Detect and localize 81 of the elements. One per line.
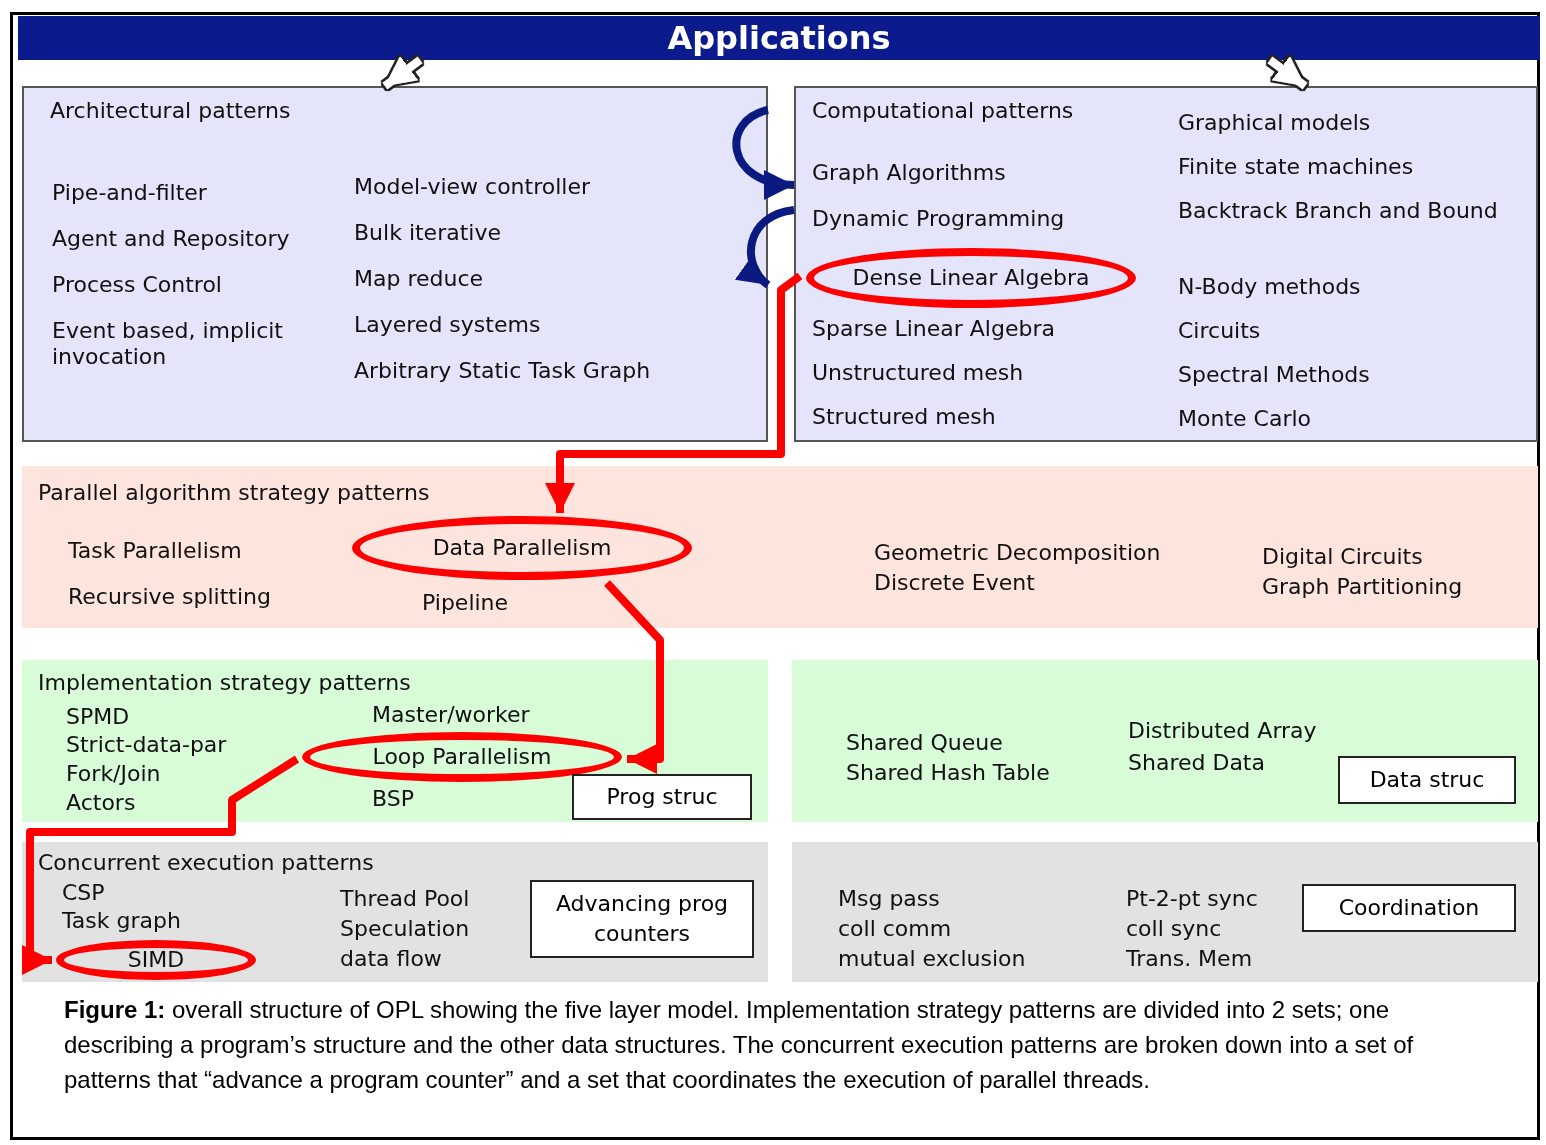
- pattern-name: Monte Carlo: [1178, 406, 1311, 432]
- pattern-name: Shared Data: [1128, 750, 1265, 776]
- pattern-name: data flow: [340, 946, 442, 972]
- pattern-name: Arbitrary Static Task Graph: [354, 358, 651, 384]
- panel-heading: Concurrent execution patterns: [38, 850, 374, 876]
- pattern-name: Finite state machines: [1178, 154, 1414, 180]
- pattern-name: Graph Algorithms: [812, 160, 1006, 186]
- header-bar: Applications: [18, 16, 1540, 60]
- pattern-name: Graphical models: [1178, 110, 1371, 136]
- figure-caption: Figure 1: overall structure of OPL showing the five layer model. Implementation strategy patterns are divided into 2 sets; one describing a program’s structure and the other data structures. The concurrent execution patterns are broken down into a set of patterns that “advance a program counter” and a set that coordinates the execution of parallel threads.: [64, 995, 1415, 1095]
- pattern-panel: [794, 86, 1538, 442]
- pattern-panel: [22, 86, 768, 442]
- pattern-name: Data Parallelism: [432, 535, 612, 561]
- panel-heading: Parallel algorithm strategy patterns: [38, 480, 430, 506]
- pattern-name: Master/worker: [372, 702, 530, 728]
- pattern-name: Task graph: [62, 908, 181, 934]
- pattern-name: coll sync: [1126, 916, 1222, 942]
- highlight-ellipse: [806, 248, 1136, 308]
- pattern-name: Circuits: [1178, 318, 1261, 344]
- pattern-name: Map reduce: [354, 266, 484, 292]
- pattern-name: Dynamic Programming: [812, 206, 1065, 232]
- arrow: [22, 755, 300, 975]
- pattern-name: Pipe-and-filter: [52, 180, 207, 206]
- arrow: [604, 580, 664, 774]
- pattern-name: SIMD: [127, 947, 185, 973]
- panel-heading: Computational patterns: [812, 98, 1074, 124]
- pattern-name: Pt-2-pt sync: [1126, 886, 1258, 912]
- pattern-name: Spectral Methods: [1178, 362, 1370, 388]
- category-box: Data struc: [1338, 756, 1516, 804]
- layer-band: [22, 842, 768, 982]
- category-box: Advancing prog counters: [530, 880, 754, 958]
- pattern-name: Actors: [66, 790, 136, 816]
- pattern-name: CSP: [62, 880, 105, 906]
- category-box: Prog struc: [572, 774, 752, 820]
- pattern-name: Speculation: [340, 916, 470, 942]
- pattern-name: Digital Circuits: [1262, 544, 1423, 570]
- pattern-name: Shared Queue: [846, 730, 1003, 756]
- pattern-name: Discrete Event: [874, 570, 1035, 596]
- layer-band: [792, 660, 1538, 822]
- pattern-name: Thread Pool: [340, 886, 470, 912]
- arrow: [732, 106, 795, 198]
- pattern-name: BSP: [372, 786, 414, 812]
- pattern-name: Task Parallelism: [68, 538, 242, 564]
- panel-heading: Architectural patterns: [50, 98, 291, 124]
- highlight-ellipse: [352, 516, 692, 580]
- pattern-name: Layered systems: [354, 312, 541, 338]
- pattern-name: N-Body methods: [1178, 274, 1361, 300]
- pattern-name: Bulk iterative: [354, 220, 501, 246]
- pattern-name: Msg pass: [838, 886, 940, 912]
- pattern-name: Pipeline: [422, 590, 509, 616]
- arrow: [735, 206, 795, 288]
- pattern-name: Shared Hash Table: [846, 760, 1050, 786]
- pattern-name: Backtrack Branch and Bound: [1178, 198, 1499, 224]
- layer-band: [792, 842, 1538, 982]
- pattern-name: Graph Partitioning: [1262, 574, 1463, 600]
- arrow: [545, 272, 803, 513]
- pattern-name: SPMD: [66, 704, 130, 730]
- pattern-name: Recursive splitting: [68, 584, 271, 610]
- pattern-name: Geometric Decomposition: [874, 540, 1161, 566]
- pattern-name: Model-view controller: [354, 174, 590, 200]
- pattern-name: mutual exclusion: [838, 946, 1026, 972]
- category-box: Coordination: [1302, 884, 1516, 932]
- pattern-name: Strict-data-par: [66, 732, 227, 758]
- arrow: [1267, 56, 1308, 90]
- highlight-ellipse: [56, 940, 256, 980]
- pattern-name: Process Control: [52, 272, 222, 298]
- pattern-name: Dense Linear Algebra: [852, 265, 1090, 291]
- pattern-name: Loop Parallelism: [372, 744, 552, 770]
- pattern-name: Trans. Mem: [1126, 946, 1253, 972]
- pattern-name: Event based, implicit invocation: [52, 318, 284, 370]
- arrow: [382, 56, 423, 90]
- pattern-name: Unstructured mesh: [812, 360, 1024, 386]
- pattern-name: coll comm: [838, 916, 952, 942]
- pattern-name: Fork/Join: [66, 761, 161, 787]
- pattern-name: Structured mesh: [812, 404, 996, 430]
- layer-band: [22, 466, 1538, 628]
- pattern-name: Agent and Repository: [52, 226, 290, 252]
- layer-band: [22, 660, 768, 822]
- panel-heading: Implementation strategy patterns: [38, 670, 411, 696]
- pattern-name: Sparse Linear Algebra: [812, 316, 1055, 342]
- pattern-name: Distributed Array: [1128, 718, 1317, 744]
